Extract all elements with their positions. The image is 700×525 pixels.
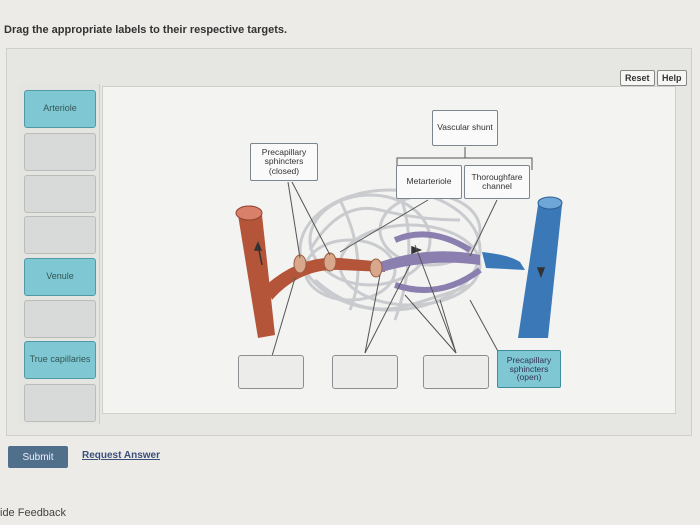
label-vascular-shunt: Vascular shunt [432, 110, 498, 146]
drop-target-precapillary-open[interactable]: Precapillary sphincters (open) [497, 350, 561, 388]
arteriole-vessel [238, 215, 275, 338]
label-metarteriole: Metarteriole [396, 165, 462, 199]
help-button[interactable]: Help [657, 70, 687, 86]
capillary-upper [393, 231, 472, 253]
label-precapillary-closed: Precapillary sphincters (closed) [250, 143, 318, 181]
label-slot-empty [24, 216, 96, 254]
venule-branch [482, 252, 525, 270]
capillary-lower [394, 267, 482, 293]
label-thoroughfare-channel: Thoroughfare channel [464, 165, 530, 199]
label-slot-empty [24, 133, 96, 171]
submit-button[interactable]: Submit [8, 446, 68, 468]
label-slot-empty [24, 175, 96, 213]
reset-button[interactable]: Reset [620, 70, 655, 86]
label-venule[interactable]: Venule [24, 258, 96, 296]
drop-target-2[interactable] [332, 355, 398, 389]
drop-target-3[interactable] [423, 355, 489, 389]
sphincters [293, 252, 383, 278]
metarteriole-vessel [380, 251, 480, 272]
label-true-capillaries[interactable]: True capillaries [24, 341, 96, 379]
arteriole-opening [235, 205, 263, 221]
venule-opening [537, 196, 563, 210]
label-arteriole[interactable]: Arteriole [24, 90, 96, 128]
request-answer-link[interactable]: Request Answer [82, 450, 160, 461]
flow-arrows [253, 241, 546, 279]
drop-target-1[interactable] [238, 355, 304, 389]
leader-lines [271, 147, 533, 357]
label-slot-empty [24, 300, 96, 338]
instruction-text: Drag the appropriate labels to their res… [4, 24, 288, 36]
feedback-link[interactable]: ide Feedback [0, 507, 67, 519]
label-slot-empty [24, 384, 96, 422]
